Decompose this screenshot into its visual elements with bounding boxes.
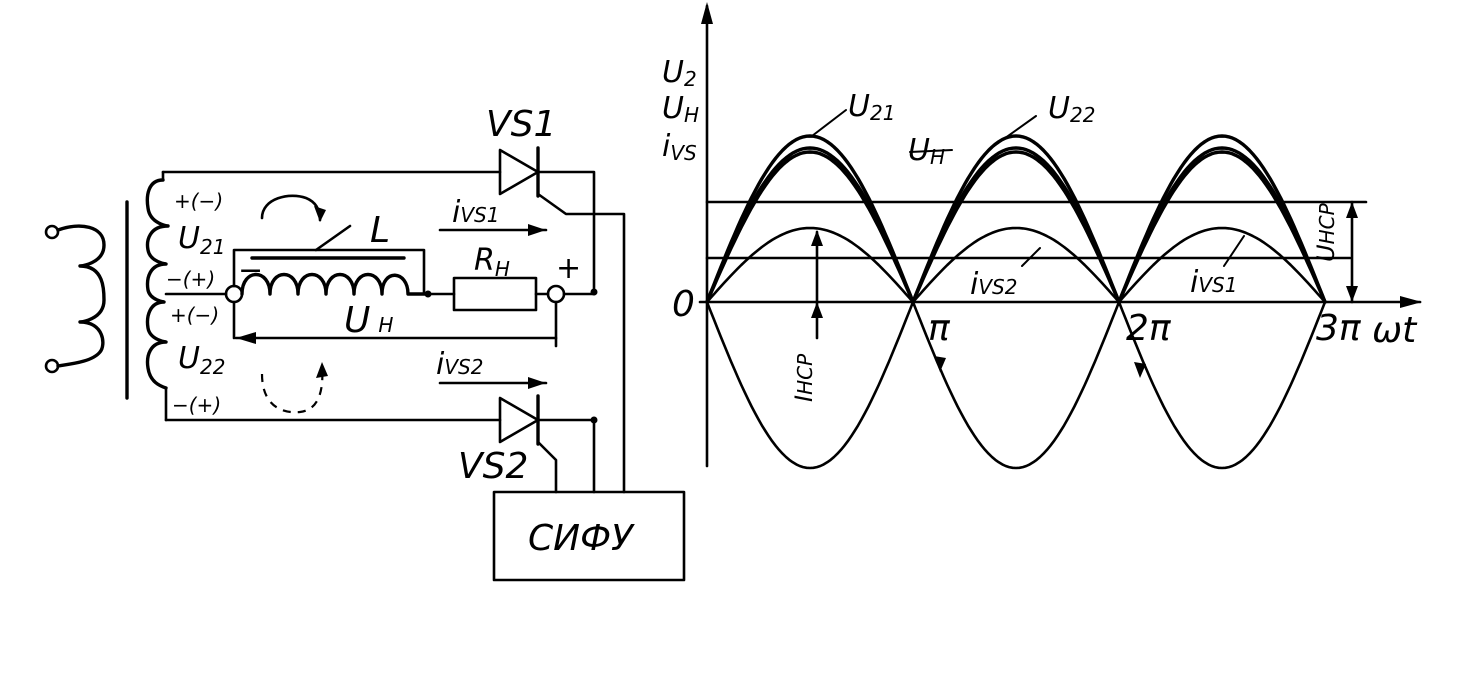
inductor-label: L [370,210,390,251]
label-ivs1: iVS1 [1190,265,1237,300]
vs1-label: VS1 [486,104,556,145]
y-label-u2: U2 [662,55,697,91]
winding-u21-label: U21 [178,221,225,259]
primary-terminal-top [44,224,60,240]
leader-un [909,149,953,153]
x-axis-label: ωt [1372,310,1418,351]
leader-u21 [811,109,847,137]
waveform-graph: U2 UH iVS 0 π 2π 3π ωt U21 U22 UH iVS2 i… [662,2,1422,470]
polarity-top: +(−) [174,189,223,213]
thyristor-vs1 [498,146,626,494]
loop-arrow-solid [260,194,322,222]
ivs2-label: iVS2 [436,347,483,382]
label-ivs2: iVS2 [970,267,1017,302]
secondary-winding [145,170,170,422]
curve-negative [705,300,1327,470]
vs2-label: VS2 [458,446,528,487]
minus-terminal-label: − [238,253,263,288]
primary-terminal-bottom [44,358,60,374]
leader-ivs2 [1021,247,1041,267]
polarity-bottom: −(+) [172,393,221,417]
leader-u22 [993,115,1037,147]
center-tap-terminal [224,284,244,304]
ivs1-label: iVS1 [452,195,499,230]
label-uhcp: UHCP [1312,202,1340,262]
curve-ivs [705,226,1327,304]
tick-2pi: 2π [1126,308,1172,349]
control-unit-label: СИФУ [528,518,635,559]
resistor-rh [452,276,538,312]
node-dot-2 [590,416,598,424]
origin-label: 0 [672,284,695,325]
label-u22: U22 [1048,91,1095,127]
inductor-l [232,224,430,296]
label-u21: U21 [848,89,895,125]
curve-u21 [705,134,1327,304]
polarity-mid1: −(+) [166,267,215,291]
circuit-schematic: VS1 VS2 +(−) −(+) +(−) −(+) U21 U22 L RH… [44,104,686,582]
loop-arrow-dashed [260,365,324,414]
y-label-un: UH [662,91,699,127]
neg-arrow-1 [934,356,946,372]
curve-un [705,150,1327,304]
neg-arrow-2 [1134,362,1146,378]
plus-terminal-label: + [556,251,581,286]
y-label-ivs: iVS [662,129,697,165]
label-ihcp: IHCP [790,353,818,402]
primary-winding [44,224,106,374]
polarity-mid2: +(−) [170,303,219,327]
plus-terminal [546,284,566,304]
label-un: UH [908,133,945,169]
leader-ivs1 [1223,235,1245,267]
resistor-label: RH [474,243,510,281]
winding-u22-label: U22 [178,341,225,379]
control-unit-box [492,490,686,582]
tick-3pi: 3π [1316,308,1362,349]
tick-pi: π [928,308,951,349]
